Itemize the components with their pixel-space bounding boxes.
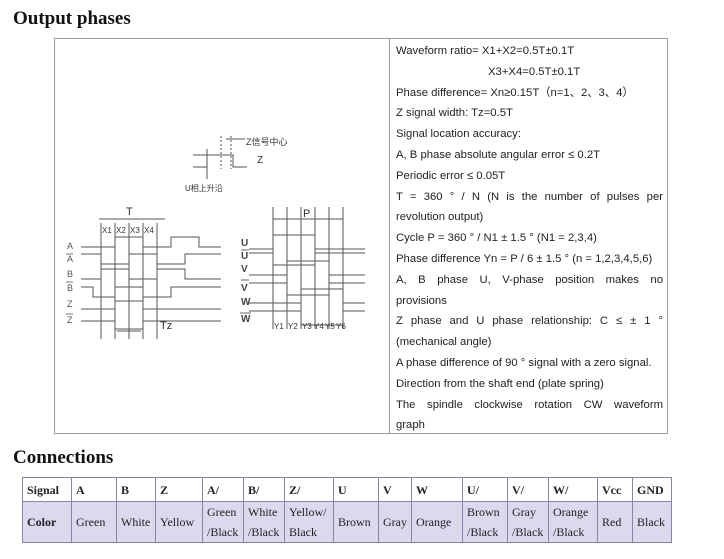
signal-cell: U bbox=[333, 477, 379, 502]
signal-cell: Z bbox=[155, 477, 203, 502]
spec-cw-rotation: The spindle clockwise rotation CW wavefo… bbox=[396, 398, 663, 411]
signal-cell: A bbox=[71, 477, 117, 502]
signal-w-bar-label: W bbox=[241, 314, 251, 325]
spec-uv-position-2: provisions bbox=[396, 294, 447, 307]
x1-label: X1 bbox=[102, 226, 112, 235]
color-cell: Orange bbox=[411, 501, 463, 543]
signal-b-bar-label: B bbox=[67, 283, 73, 293]
color-line: /Black bbox=[553, 525, 585, 539]
y3-label: Y3 bbox=[302, 322, 312, 331]
spec-90-degree: A phase difference of 90 ° signal with a… bbox=[396, 356, 652, 369]
z-label: Z bbox=[257, 155, 263, 166]
signal-cell: Vcc bbox=[597, 477, 633, 502]
color-cell: Green/Black bbox=[202, 501, 244, 543]
x2-label: X2 bbox=[116, 226, 126, 235]
signal-z-label: Z bbox=[67, 299, 73, 309]
color-cell: Gray bbox=[378, 501, 412, 543]
signal-cell: B/ bbox=[243, 477, 285, 502]
color-cell: White bbox=[116, 501, 156, 543]
spec-periodic-error: Periodic error ≤ 0.05T bbox=[396, 169, 506, 182]
color-row: Color Green White Yellow Green/Black Whi… bbox=[22, 501, 672, 543]
signal-cell: GND bbox=[632, 477, 672, 502]
color-cell: Brown bbox=[333, 501, 379, 543]
connections-table: Signal A B Z A/ B/ Z/ U V W U/ V/ W/ Vcc… bbox=[22, 477, 672, 543]
spec-zu-relationship: Z phase and U phase relationship: C ≤ ± … bbox=[396, 315, 663, 328]
signal-a-label: A bbox=[67, 241, 73, 251]
spec-t-formula-2: revolution output) bbox=[396, 211, 484, 224]
signal-w-label: W bbox=[241, 297, 251, 308]
y1-label: Y1 bbox=[274, 322, 284, 331]
spec-zu-relationship-2: (mechanical angle) bbox=[396, 336, 492, 349]
t-label: T bbox=[126, 206, 133, 218]
color-header: Color bbox=[22, 501, 72, 543]
color-cell: Gray/Black bbox=[507, 501, 549, 543]
color-cell: Green bbox=[71, 501, 117, 543]
color-line: /Black bbox=[207, 525, 239, 539]
spec-t-formula: T = 360 ° / N (N is the number of pulses… bbox=[396, 190, 663, 203]
color-cell: Red bbox=[597, 501, 633, 543]
spec-z-width: Z signal width: Tz=0.5T bbox=[396, 107, 513, 120]
signal-row: Signal A B Z A/ B/ Z/ U V W U/ V/ W/ Vcc… bbox=[22, 477, 672, 502]
signal-z-bar-label: Z bbox=[67, 315, 73, 325]
color-line: Yellow/ bbox=[289, 505, 327, 519]
color-line: /Black bbox=[248, 525, 280, 539]
spec-waveform-ratio-2: X3+X4=0.5T±0.1T bbox=[488, 65, 581, 78]
signal-cell: V/ bbox=[507, 477, 549, 502]
color-cell: White/Black bbox=[243, 501, 285, 543]
spec-location-accuracy: Signal location accuracy: bbox=[396, 128, 521, 141]
color-cell: Orange/Black bbox=[548, 501, 598, 543]
signal-a-bar-label: A bbox=[67, 254, 73, 264]
spec-waveform-ratio: Waveform ratio= X1+X2=0.5T±0.1T bbox=[396, 45, 575, 57]
y5-label: Y5 bbox=[325, 322, 335, 331]
spec-uv-position: A, B phase U, V-phase position makes no bbox=[396, 273, 663, 286]
color-line: Orange bbox=[553, 505, 589, 519]
y2-label: Y2 bbox=[288, 322, 298, 331]
z-center-label: Z信号中心 bbox=[246, 136, 288, 147]
signal-u-label: U bbox=[241, 238, 248, 249]
signal-cell: V bbox=[378, 477, 412, 502]
tz-label: Tz bbox=[160, 320, 172, 332]
x4-label: X4 bbox=[144, 226, 154, 235]
y4-label: Y4 bbox=[314, 322, 324, 331]
color-line: /Black bbox=[512, 525, 544, 539]
signal-v-label: V bbox=[241, 264, 248, 275]
color-line: Green bbox=[207, 505, 237, 519]
color-cell: Brown/Black bbox=[462, 501, 508, 543]
color-cell: Black bbox=[632, 501, 672, 543]
signal-cell: A/ bbox=[202, 477, 244, 502]
signal-cell: U/ bbox=[462, 477, 508, 502]
connections-heading: Connections bbox=[13, 447, 114, 468]
signal-v-bar-label: V bbox=[241, 283, 248, 294]
signal-cell: Z/ bbox=[284, 477, 334, 502]
color-line: Black bbox=[289, 525, 317, 539]
spec-phase-difference: Phase difference= Xn≥0.15T（n=1、2、3、4） bbox=[396, 86, 634, 99]
phase-specifications: Waveform ratio= X1+X2=0.5T±0.1T X3+X4=0.… bbox=[389, 39, 667, 433]
p-label: P bbox=[303, 208, 310, 220]
signal-u-bar-label: U bbox=[241, 251, 248, 262]
spec-cycle: Cycle P = 360 ° / N1 ± 1.5 ° (N1 = 2,3,4… bbox=[396, 232, 597, 245]
color-line: Brown bbox=[467, 505, 500, 519]
signal-cell: B bbox=[116, 477, 156, 502]
spec-direction: Direction from the shaft end (plate spri… bbox=[396, 377, 604, 390]
signal-cell: W/ bbox=[548, 477, 598, 502]
signal-b-label: B bbox=[67, 269, 73, 279]
color-line: Gray bbox=[512, 505, 536, 519]
spec-cw-rotation-2: graph bbox=[396, 419, 425, 432]
color-line: White bbox=[248, 505, 278, 519]
spec-angular-error: A, B phase absolute angular error ≤ 0.2T bbox=[396, 148, 601, 161]
color-cell: Yellow bbox=[155, 501, 203, 543]
output-phases-panel: Z信号中心 Z U相上升沿 T X1 X2 X3 X4 A A B B Z Z … bbox=[54, 38, 668, 434]
y6-label: Y6 bbox=[336, 322, 346, 331]
u-rising-label: U相上升沿 bbox=[185, 183, 223, 193]
color-cell: Yellow/Black bbox=[284, 501, 334, 543]
spec-yn: Phase difference Yn = P / 6 ± 1.5 ° (n =… bbox=[396, 252, 653, 265]
waveform-diagram: Z信号中心 Z U相上升沿 T X1 X2 X3 X4 A A B B Z Z … bbox=[66, 136, 365, 339]
signal-cell: W bbox=[411, 477, 463, 502]
x3-label: X3 bbox=[130, 226, 140, 235]
output-phases-heading: Output phases bbox=[13, 8, 131, 29]
color-line: /Black bbox=[467, 525, 499, 539]
signal-header: Signal bbox=[22, 477, 72, 502]
